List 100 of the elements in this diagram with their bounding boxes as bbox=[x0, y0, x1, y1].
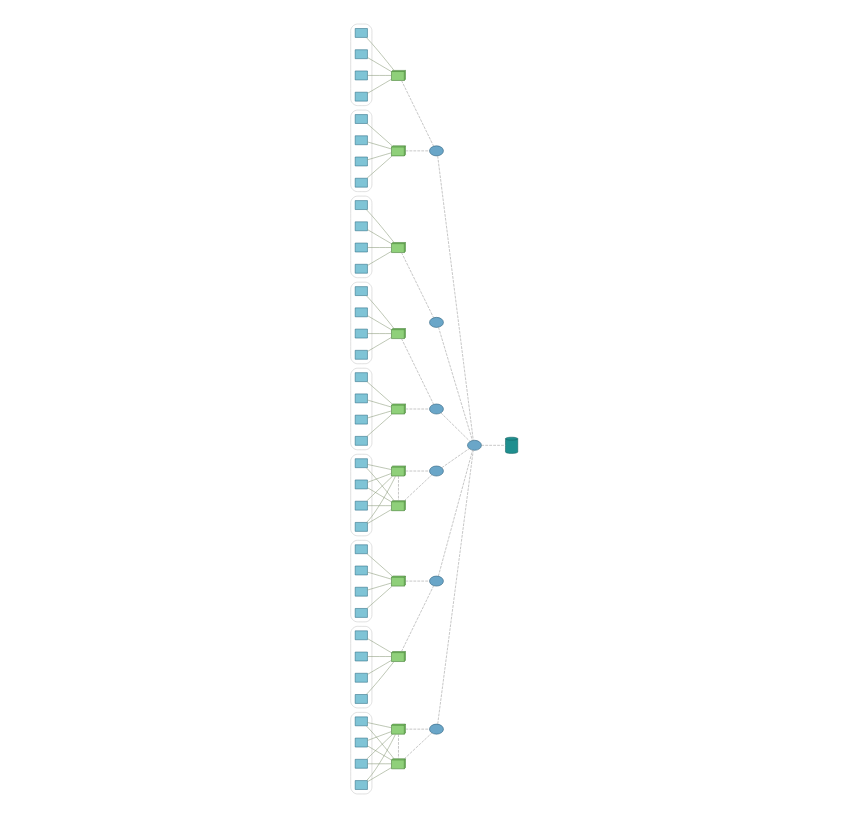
connector bbox=[367, 505, 392, 506]
connector bbox=[405, 580, 430, 582]
node-computer bbox=[354, 135, 368, 145]
connector bbox=[367, 152, 392, 161]
node-computer bbox=[354, 177, 368, 188]
node-computer bbox=[354, 737, 368, 748]
connector bbox=[405, 728, 430, 730]
node-computer bbox=[354, 393, 368, 404]
connector bbox=[367, 722, 392, 729]
connector bbox=[367, 399, 392, 408]
connector bbox=[367, 745, 392, 761]
connector bbox=[367, 410, 392, 419]
node-computer bbox=[354, 91, 368, 102]
node-computer bbox=[354, 350, 368, 360]
connector bbox=[440, 412, 471, 442]
connector bbox=[437, 155, 474, 441]
node-router bbox=[429, 403, 444, 415]
node-computer bbox=[354, 328, 368, 339]
connector bbox=[367, 763, 392, 765]
connector bbox=[366, 123, 393, 146]
connector bbox=[367, 767, 392, 782]
connector bbox=[441, 448, 470, 468]
connector bbox=[366, 209, 395, 243]
connector bbox=[367, 571, 392, 580]
node-computer bbox=[354, 716, 368, 727]
connector bbox=[367, 333, 392, 334]
node-router bbox=[467, 440, 482, 451]
connector bbox=[404, 732, 433, 759]
connector bbox=[401, 338, 434, 405]
connector bbox=[367, 487, 392, 503]
node-computer bbox=[354, 500, 368, 511]
node-computer bbox=[354, 28, 368, 38]
connector bbox=[398, 475, 399, 501]
node-computer bbox=[354, 694, 368, 704]
connector bbox=[367, 78, 392, 94]
node-computer bbox=[354, 156, 368, 167]
connector bbox=[366, 475, 393, 502]
node-computer bbox=[354, 286, 368, 296]
connector bbox=[366, 37, 395, 71]
connector bbox=[366, 413, 393, 437]
connector bbox=[367, 509, 392, 524]
node-computer bbox=[354, 264, 368, 274]
node-computer bbox=[354, 114, 368, 124]
node-computer bbox=[354, 673, 368, 683]
node-router bbox=[429, 723, 444, 735]
connector bbox=[366, 553, 393, 577]
node-computer bbox=[354, 458, 368, 468]
node-computer bbox=[354, 608, 368, 618]
node-computer bbox=[354, 436, 368, 446]
connector bbox=[367, 75, 392, 76]
connector bbox=[367, 57, 392, 72]
node-computer bbox=[354, 630, 368, 641]
node-router bbox=[429, 465, 444, 477]
node-computer bbox=[354, 544, 368, 554]
node-router bbox=[429, 317, 444, 328]
node-computer bbox=[354, 651, 368, 662]
node-computer bbox=[354, 414, 368, 425]
connector bbox=[367, 251, 392, 266]
connector bbox=[366, 586, 393, 609]
connector bbox=[438, 326, 473, 441]
connector bbox=[366, 381, 393, 405]
node-computer bbox=[354, 522, 368, 532]
node-computer bbox=[354, 372, 368, 382]
connector bbox=[481, 445, 506, 446]
connector bbox=[367, 660, 392, 675]
connector bbox=[366, 467, 395, 501]
connector bbox=[366, 295, 395, 329]
connector bbox=[437, 450, 474, 725]
connector bbox=[367, 731, 392, 741]
connector bbox=[404, 474, 433, 501]
connector bbox=[367, 473, 392, 483]
connector bbox=[367, 337, 392, 352]
node-computer bbox=[354, 242, 368, 253]
node-computer bbox=[354, 307, 368, 318]
node-computer bbox=[354, 49, 368, 59]
connector bbox=[366, 661, 395, 695]
node-computer bbox=[354, 565, 368, 576]
connector bbox=[367, 229, 392, 244]
connector bbox=[401, 80, 434, 147]
connector bbox=[405, 150, 430, 152]
connector bbox=[366, 733, 393, 760]
node-computer bbox=[354, 479, 368, 490]
connector bbox=[366, 476, 396, 523]
connector bbox=[367, 247, 392, 248]
node-computer bbox=[354, 780, 368, 790]
node-computer bbox=[354, 221, 368, 232]
connector bbox=[401, 252, 434, 319]
connector bbox=[367, 315, 392, 331]
node-computer bbox=[354, 759, 368, 769]
node-computer bbox=[354, 70, 368, 81]
node-router bbox=[429, 575, 444, 587]
connector bbox=[401, 585, 434, 652]
connector bbox=[366, 725, 395, 759]
connector bbox=[367, 656, 392, 657]
connector bbox=[367, 638, 392, 653]
node-computer bbox=[354, 200, 368, 210]
connector bbox=[366, 155, 393, 179]
connector bbox=[398, 733, 399, 759]
node-computer bbox=[354, 586, 368, 597]
connector bbox=[438, 449, 473, 577]
